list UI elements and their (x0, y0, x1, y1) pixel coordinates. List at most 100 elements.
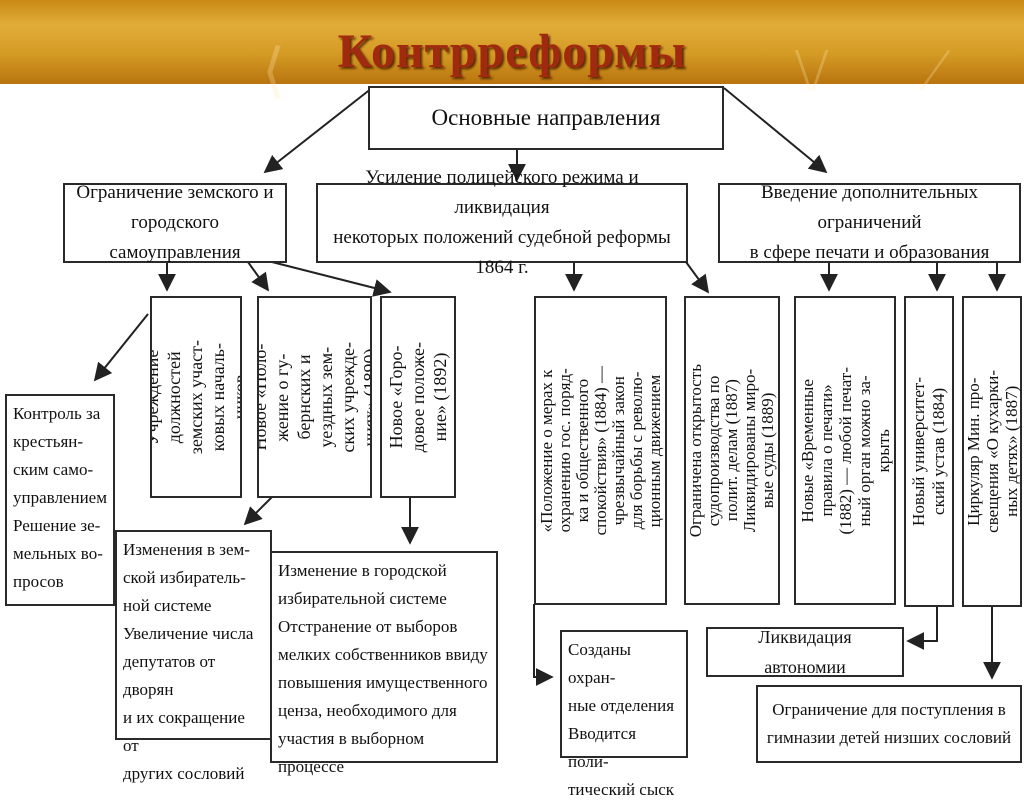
arrow-zemstvo-law-to-result (243, 496, 273, 526)
box-line: ный орган можно за- (854, 374, 874, 527)
box-line: Ограничена открытость (686, 363, 705, 538)
box-line: Ограничение земского и (76, 182, 274, 203)
box-line: Созданы охран- (568, 640, 631, 687)
box-line: чрезвычайный закон (608, 375, 628, 526)
arrow-root-to-right (723, 87, 828, 174)
box-line: для борьбы с револю- (626, 371, 646, 530)
box-line: охранению гос. поряд- (554, 368, 574, 533)
box-line: Новое «Поло- (257, 343, 270, 451)
box-line: ским само- (13, 460, 94, 479)
direction-box-press-education: Введение дополнительных ограничений в сфе… (718, 182, 1021, 263)
box-line: Изменение в городской (278, 561, 447, 580)
result-security-departments: Созданы охран- ные отделения Вводится по… (560, 630, 688, 799)
box-line: Циркуляр Мин. про- (963, 377, 983, 526)
vbox-court-restrictions: Ограничена открытость судопроизводства п… (684, 296, 780, 605)
box-line: жение о гу- (271, 353, 292, 441)
box-line: ников (230, 374, 242, 420)
box-line: крестьян- (13, 432, 84, 451)
box-line: Учреждение (150, 349, 162, 445)
box-line: некоторых положений судебной реформы 186… (333, 227, 671, 278)
direction-box-police-regime: Усиление полицейского режима и ликвидаци… (316, 167, 688, 278)
box-line: ниях» (1890) (359, 347, 372, 447)
box-line: бернских и (293, 354, 314, 440)
box-line: участия в выборном процессе (278, 729, 425, 776)
result-peasant-control: Контроль за крестьян- ским само- управле… (5, 394, 115, 606)
box-line: мельных во- (13, 544, 103, 563)
box-line: Вводится поли- (568, 724, 637, 771)
arrow-root-to-left (263, 87, 373, 174)
box-line: Новые «Временные (797, 378, 817, 523)
box-line: управлением (13, 488, 107, 507)
title-banner: ⟨ \/ ⁄ Контрреформы (0, 0, 1024, 104)
box-line: депутатов от дворян (123, 652, 216, 699)
vbox-cooks-children-circular: Циркуляр Мин. про- свещения «О кухарки- … (962, 296, 1022, 607)
box-line: уездных зем- (315, 346, 336, 448)
direction-box-local-government: Ограничение земского и городского самоупр… (63, 182, 287, 263)
box-line: «Положение о мерах к (536, 369, 556, 532)
box-line: ные отделения (568, 696, 675, 715)
arrow-security-law-to-result (533, 604, 554, 686)
box-line: полит. делам (1887) (722, 379, 741, 522)
vbox-university-charter-1884: Новый университет- ский устав (1884) (904, 296, 954, 607)
box-line: Решение зе- (13, 516, 101, 535)
box-line: ковых началь- (208, 342, 228, 452)
box-line: Усиление полицейского режима и ликвидаци… (365, 167, 639, 218)
box-line: городского самоуправления (109, 212, 241, 263)
vbox-city-law-1892: Новое «Горо- довое положе- ние» (1892) (380, 296, 456, 498)
box-line: крыть (873, 428, 893, 473)
box-line: ка и общественного (572, 378, 592, 523)
box-line: повышения имущественного (278, 673, 488, 692)
result-autonomy-liquidation: Ликвидация автономии (706, 627, 904, 677)
decorative-glyph: ⟨ (262, 38, 286, 104)
vbox-press-rules-1882: Новые «Временные правила о печати» (1882… (794, 296, 896, 605)
box-line: (1882) — любой печат- (835, 366, 855, 535)
box-line: Отстранение от выборов (278, 617, 458, 636)
box-line: других сословий (123, 764, 245, 783)
box-line: Контроль за (13, 404, 101, 423)
result-gymnasium-restriction: Ограничение для поступления в гимназии де… (756, 685, 1022, 763)
arrow-left-to-city-law (271, 261, 392, 297)
box-line: Новое «Горо- (386, 345, 406, 449)
connector-lines (93, 87, 1006, 686)
box-line: ской избиратель- (123, 568, 246, 587)
box-line: земских участ- (186, 339, 206, 455)
box-line: Ликвидация автономии (758, 627, 852, 677)
box-line: ных детях» (1887) (1001, 385, 1021, 518)
vbox-security-law-1884: «Положение о мерах к охранению гос. поря… (534, 296, 667, 605)
root-label: Основные направления (431, 105, 661, 130)
box-line: должностей (164, 351, 184, 443)
result-zemstvo-elections: Изменения в зем- ской избиратель- ной си… (115, 530, 272, 783)
vbox-zemstvo-chiefs: Учреждение должностей земских участ- ков… (150, 296, 242, 498)
vbox-zemstvo-law-1890: Новое «Поло- жение о гу- бернских и уезд… (257, 296, 372, 498)
box-line: просов (13, 572, 64, 591)
box-line: спокойствия» (1884) — (590, 365, 610, 536)
box-line: судопроизводства по (704, 375, 723, 526)
box-line: мелких собственников ввиду (278, 645, 488, 664)
box-line: свещения «О кухарки- (982, 370, 1002, 533)
box-line: Ликвидированы миро- (740, 368, 759, 533)
arrow-zemstvo-chiefs-to-result (93, 313, 149, 382)
arrow-university-to-autonomy (906, 606, 938, 650)
box-line: избирательной системе (278, 589, 447, 608)
page-title: Контрреформы (337, 25, 687, 78)
box-line: ной системе (123, 596, 212, 615)
result-city-elections: Изменение в городской избирательной сист… (270, 551, 498, 776)
box-line: Введение дополнительных ограничений (760, 182, 979, 233)
box-line: гимназии детей низших сословий (766, 728, 1012, 747)
arrow-left-to-zemstvo-law (247, 261, 270, 292)
box-line: и их сокращение от (123, 708, 245, 755)
box-line: довое положе- (408, 341, 428, 453)
box-line: Увеличение числа (123, 624, 254, 643)
box-line: тический сыск (568, 780, 675, 799)
box-line: Новый университет- (909, 377, 928, 526)
decorative-glyph: \/ (795, 37, 829, 103)
box-line: ционным движением (644, 374, 664, 527)
box-line: Ограничение для поступления в (772, 700, 1006, 719)
root-box: Основные направления (368, 86, 724, 150)
box-line: Изменения в зем- (123, 540, 250, 559)
box-line: ценза, необходимого для (278, 701, 457, 720)
arrow-center-to-courts (685, 261, 710, 294)
box-line: в сфере печати и образования (749, 242, 990, 263)
box-line: правила о печати» (816, 384, 836, 517)
box-line: ние» (1892) (430, 352, 450, 442)
